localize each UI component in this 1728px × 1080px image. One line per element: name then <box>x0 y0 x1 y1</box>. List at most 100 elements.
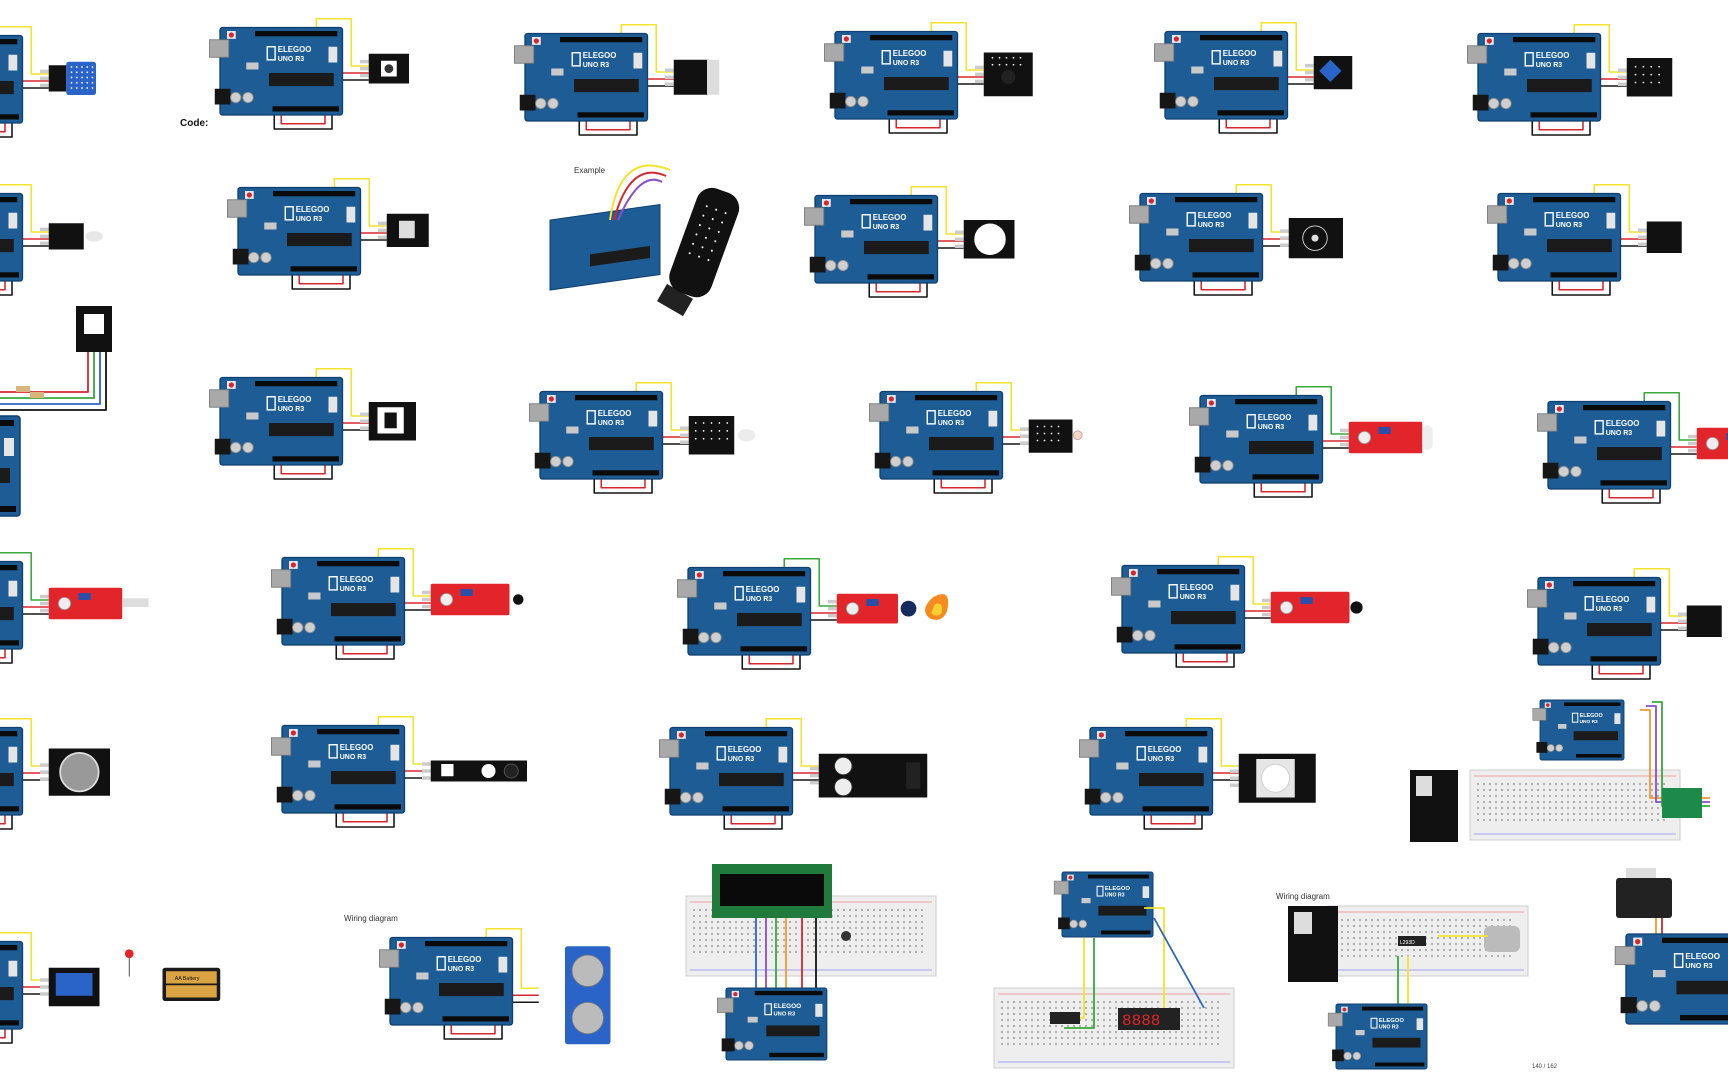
wire <box>741 619 837 670</box>
board-brand: ELEGOO <box>1198 211 1232 220</box>
breadboard <box>1327 905 1529 977</box>
wire <box>485 927 539 990</box>
wire <box>1551 245 1647 296</box>
wire <box>1591 629 1687 680</box>
wire <box>0 87 49 138</box>
module-pins <box>40 227 49 246</box>
motor-driver-ic <box>1398 936 1426 946</box>
wire <box>578 85 674 136</box>
board-brand: ELEGOO <box>296 205 330 214</box>
wire <box>609 164 671 221</box>
led-module <box>40 223 103 250</box>
board-model: UNO R3 <box>278 56 305 63</box>
module-pins <box>975 65 984 84</box>
module-pins <box>1340 428 1349 447</box>
board-brand: ELEGOO <box>938 409 972 418</box>
board-brand: ELEGOO <box>1223 49 1257 58</box>
board-model: UNO R3 <box>583 62 610 69</box>
arduino-board: ELEGOO UNO R3 <box>804 194 939 284</box>
wire <box>930 21 984 71</box>
board-brand: ELEGOO <box>1596 595 1630 604</box>
board-model: UNO R3 <box>1148 756 1175 763</box>
tilt-switch-module <box>665 59 720 95</box>
board-model: UNO R3 <box>598 420 625 427</box>
arduino-board: ELEGOO UNO R3 <box>1527 576 1662 666</box>
module-pins <box>422 590 431 609</box>
board-brand: ELEGOO <box>728 745 762 754</box>
wire <box>291 239 387 290</box>
wire <box>1153 917 1205 1009</box>
wire <box>0 352 101 405</box>
board-model: UNO R3 <box>340 586 367 593</box>
wire <box>1633 567 1687 617</box>
board-brand: ELEGOO <box>1379 1018 1404 1024</box>
wire <box>888 83 984 134</box>
module-pins <box>360 412 369 430</box>
board-model: UNO R3 <box>774 1011 796 1017</box>
ic-label: L293D <box>1400 940 1415 946</box>
board-brand: ELEGOO <box>340 743 374 752</box>
board-brand: ELEGOO <box>746 585 780 594</box>
flame-sensor-module <box>828 593 949 624</box>
wire <box>1643 391 1697 441</box>
board-model: UNO R3 <box>1258 424 1285 431</box>
wire <box>377 715 431 765</box>
wire <box>617 178 663 221</box>
wire <box>335 609 431 660</box>
svg-text:8888: 8888 <box>1122 1012 1160 1030</box>
wire <box>315 17 369 67</box>
passive-buzzer-module <box>1280 218 1343 259</box>
reed-switch-module <box>40 587 149 620</box>
wire <box>593 443 689 494</box>
wire <box>0 183 49 233</box>
ultrasonic-sensor <box>565 946 611 1045</box>
board-brand: ELEGOO <box>278 45 312 54</box>
joystick-module <box>40 748 110 796</box>
module-pins <box>1678 612 1687 630</box>
board-model: UNO R3 <box>1596 606 1623 613</box>
wire <box>0 779 49 830</box>
wire <box>1573 23 1627 73</box>
module-pins <box>40 978 49 996</box>
wire <box>1253 447 1349 498</box>
wire <box>377 547 431 597</box>
module-pins <box>665 68 674 86</box>
wiring-sound-sensor-module: ELEGOO UNO R3 <box>1180 378 1500 518</box>
relay-module: AA Battery <box>40 949 221 1007</box>
board-brand: ELEGOO <box>873 213 907 222</box>
board-model: UNO R3 <box>873 224 900 231</box>
wire <box>635 381 689 431</box>
wire <box>613 171 667 221</box>
wire <box>273 79 369 130</box>
board-brand: ELEGOO <box>1258 413 1292 422</box>
breadboard <box>993 987 1235 1069</box>
wire <box>1175 617 1271 668</box>
mini-module <box>378 213 429 247</box>
wire <box>723 779 819 830</box>
board-model: UNO R3 <box>296 216 323 223</box>
code-label: Code: <box>180 118 209 129</box>
potentiometer <box>841 931 851 941</box>
wire <box>0 352 95 399</box>
